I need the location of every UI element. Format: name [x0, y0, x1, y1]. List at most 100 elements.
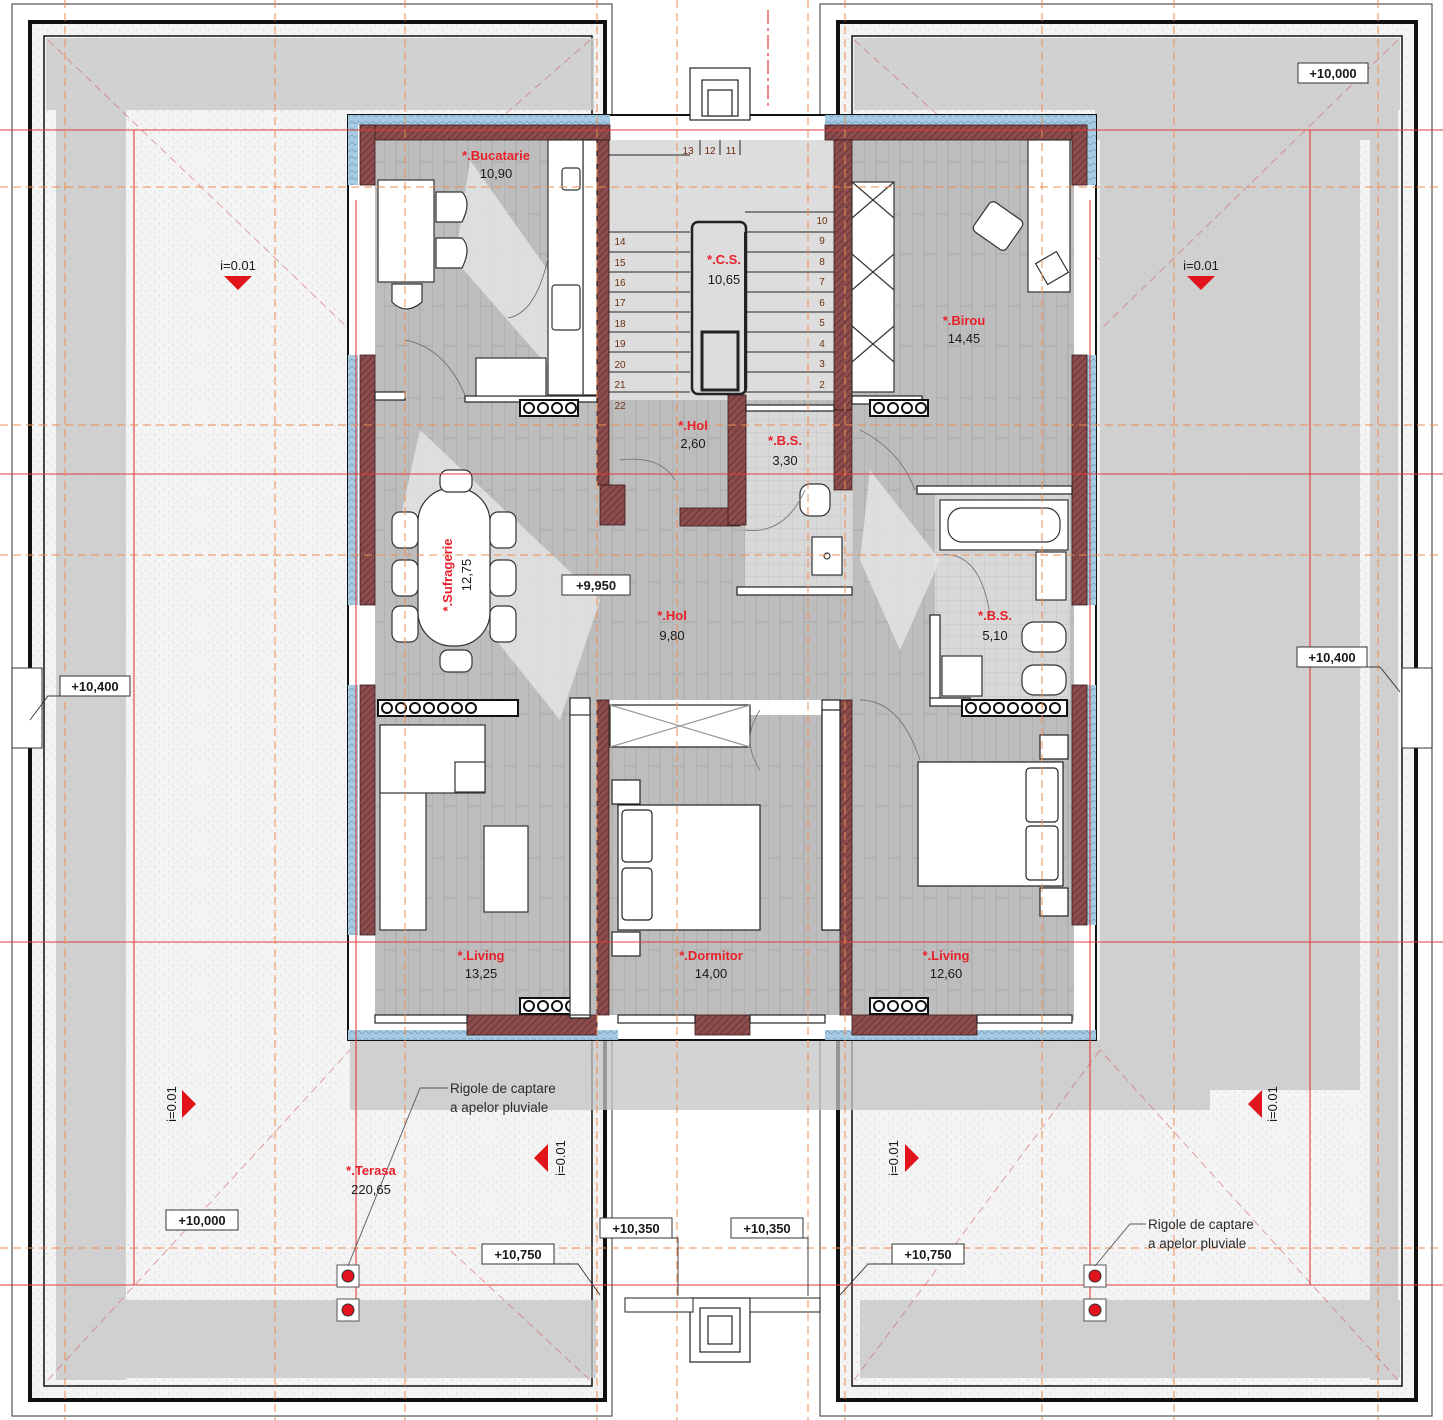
level-tag: +10,400	[59, 675, 131, 697]
svg-text:15: 15	[614, 258, 626, 269]
building	[347, 114, 1097, 1041]
grid-solid	[0, 129, 1443, 1300]
drain-icon	[336, 1264, 360, 1288]
svg-text:21: 21	[614, 380, 626, 391]
svg-text:+10,000: +10,000	[1309, 66, 1356, 81]
room-label-cs: *.C.S. 10,65	[707, 252, 741, 287]
office-furniture	[851, 139, 1071, 393]
svg-text:+10,400: +10,400	[1308, 650, 1355, 665]
svg-text:10: 10	[816, 216, 828, 227]
svg-text:10,65: 10,65	[708, 272, 741, 287]
slope-marker: i=0.01	[1248, 1086, 1280, 1122]
bathroom-large	[939, 499, 1069, 697]
svg-text:*.Sufragerie: *.Sufragerie	[440, 539, 455, 612]
svg-text:8: 8	[819, 257, 825, 268]
drain-icon	[336, 1298, 360, 1322]
svg-text:+10,350: +10,350	[743, 1221, 790, 1236]
bedroom-furniture	[609, 704, 761, 957]
room-label-bs-small: *.B.S. 3,30	[768, 433, 802, 468]
svg-text:Rigole de captare: Rigole de captare	[450, 1081, 556, 1096]
room-label-bucatarie: *.Bucatarie 10,90	[462, 148, 530, 181]
stair-numbers: 13 12 11 14 15 16 17 18 19 20 21 22 10 9…	[614, 146, 828, 412]
svg-text:2,60: 2,60	[680, 436, 705, 451]
svg-text:+10,400: +10,400	[71, 679, 118, 694]
svg-text:18: 18	[614, 319, 626, 330]
slope-marker: i=0.01	[164, 1086, 196, 1122]
svg-text:220,65: 220,65	[351, 1182, 391, 1197]
chimney-north	[689, 67, 751, 121]
svg-text:5: 5	[819, 318, 825, 329]
svg-text:*.Living: *.Living	[458, 948, 505, 963]
svg-text:i=0.01: i=0.01	[553, 1140, 568, 1176]
svg-text:Rigole de captare: Rigole de captare	[1148, 1217, 1254, 1232]
svg-text:*.Birou: *.Birou	[943, 313, 986, 328]
svg-text:+10,350: +10,350	[612, 1221, 659, 1236]
svg-text:*.Terasa: *.Terasa	[346, 1163, 396, 1178]
svg-text:12: 12	[704, 146, 716, 157]
svg-text:*.Bucatarie: *.Bucatarie	[462, 148, 530, 163]
svg-text:+10,000: +10,000	[178, 1213, 225, 1228]
svg-text:12,75: 12,75	[459, 559, 474, 592]
room-label-birou: *.Birou 14,45	[943, 313, 986, 346]
chimney-south	[689, 1297, 751, 1363]
level-tag: +9,950	[561, 574, 631, 596]
slope-marker: i=0.01	[886, 1140, 919, 1176]
svg-text:i=0.01: i=0.01	[164, 1086, 179, 1122]
drain-icon	[1083, 1298, 1107, 1322]
svg-text:a apelor pluviale: a apelor pluviale	[1148, 1236, 1246, 1251]
svg-text:19: 19	[614, 339, 626, 350]
gutter-note: Rigole de captare a apelor pluviale	[347, 1081, 556, 1267]
gutter-note: Rigole de captare a apelor pluviale	[1094, 1217, 1254, 1267]
svg-text:9: 9	[819, 236, 825, 247]
svg-text:14: 14	[614, 237, 626, 248]
svg-text:4: 4	[819, 339, 825, 350]
svg-text:*.Living: *.Living	[923, 948, 970, 963]
svg-text:7: 7	[819, 277, 825, 288]
svg-text:3,30: 3,30	[772, 453, 797, 468]
level-tag: +10,350	[730, 1217, 804, 1239]
level-tag: +10,000	[1297, 62, 1369, 84]
svg-text:20: 20	[614, 360, 626, 371]
svg-text:+10,750: +10,750	[904, 1247, 951, 1262]
svg-text:*.Hol: *.Hol	[657, 608, 687, 623]
room-label-bs-large: *.B.S. 5,10	[978, 608, 1012, 643]
svg-text:*.Hol: *.Hol	[678, 418, 708, 433]
svg-text:11: 11	[726, 146, 737, 157]
south-connection	[624, 1297, 821, 1313]
room-label-dormitor: *.Dormitor 14,00	[679, 948, 743, 981]
svg-text:3: 3	[819, 359, 825, 370]
svg-text:17: 17	[614, 298, 626, 309]
living-west-furniture	[379, 714, 591, 1016]
svg-text:i=0.01: i=0.01	[1183, 258, 1219, 273]
svg-text:*.B.S.: *.B.S.	[978, 608, 1012, 623]
svg-text:*.C.S.: *.C.S.	[707, 252, 741, 267]
scupper	[11, 667, 1433, 749]
slope-marker: i=0.01	[534, 1140, 568, 1176]
room-label-living-west: *.Living 13,25	[458, 948, 505, 981]
svg-text:12,60: 12,60	[930, 966, 963, 981]
level-tag: +10,000	[165, 1209, 239, 1231]
svg-text:6: 6	[819, 298, 825, 309]
svg-text:10,90: 10,90	[480, 166, 513, 181]
svg-text:2: 2	[819, 380, 825, 391]
svg-text:*.B.S.: *.B.S.	[768, 433, 802, 448]
svg-text:22: 22	[614, 401, 626, 412]
svg-text:14,00: 14,00	[695, 966, 728, 981]
svg-text:13,25: 13,25	[465, 966, 498, 981]
room-label-terasa: *.Terasa 220,65	[346, 1163, 396, 1197]
kitchen-furniture	[377, 139, 584, 397]
svg-text:i=0.01: i=0.01	[1265, 1086, 1280, 1122]
slope-marker: i=0.01	[220, 258, 256, 290]
room-label-living-east: *.Living 12,60	[923, 948, 970, 981]
level-leaders	[29, 666, 1401, 1296]
level-tag: +10,750	[891, 1243, 965, 1265]
staircase	[609, 140, 834, 396]
slope-marker: i=0.01	[1183, 258, 1219, 290]
door-swings	[619, 429, 991, 771]
svg-text:16: 16	[614, 278, 626, 289]
svg-text:i=0.01: i=0.01	[220, 258, 256, 273]
level-tag: +10,750	[481, 1243, 555, 1265]
svg-text:i=0.01: i=0.01	[886, 1140, 901, 1176]
